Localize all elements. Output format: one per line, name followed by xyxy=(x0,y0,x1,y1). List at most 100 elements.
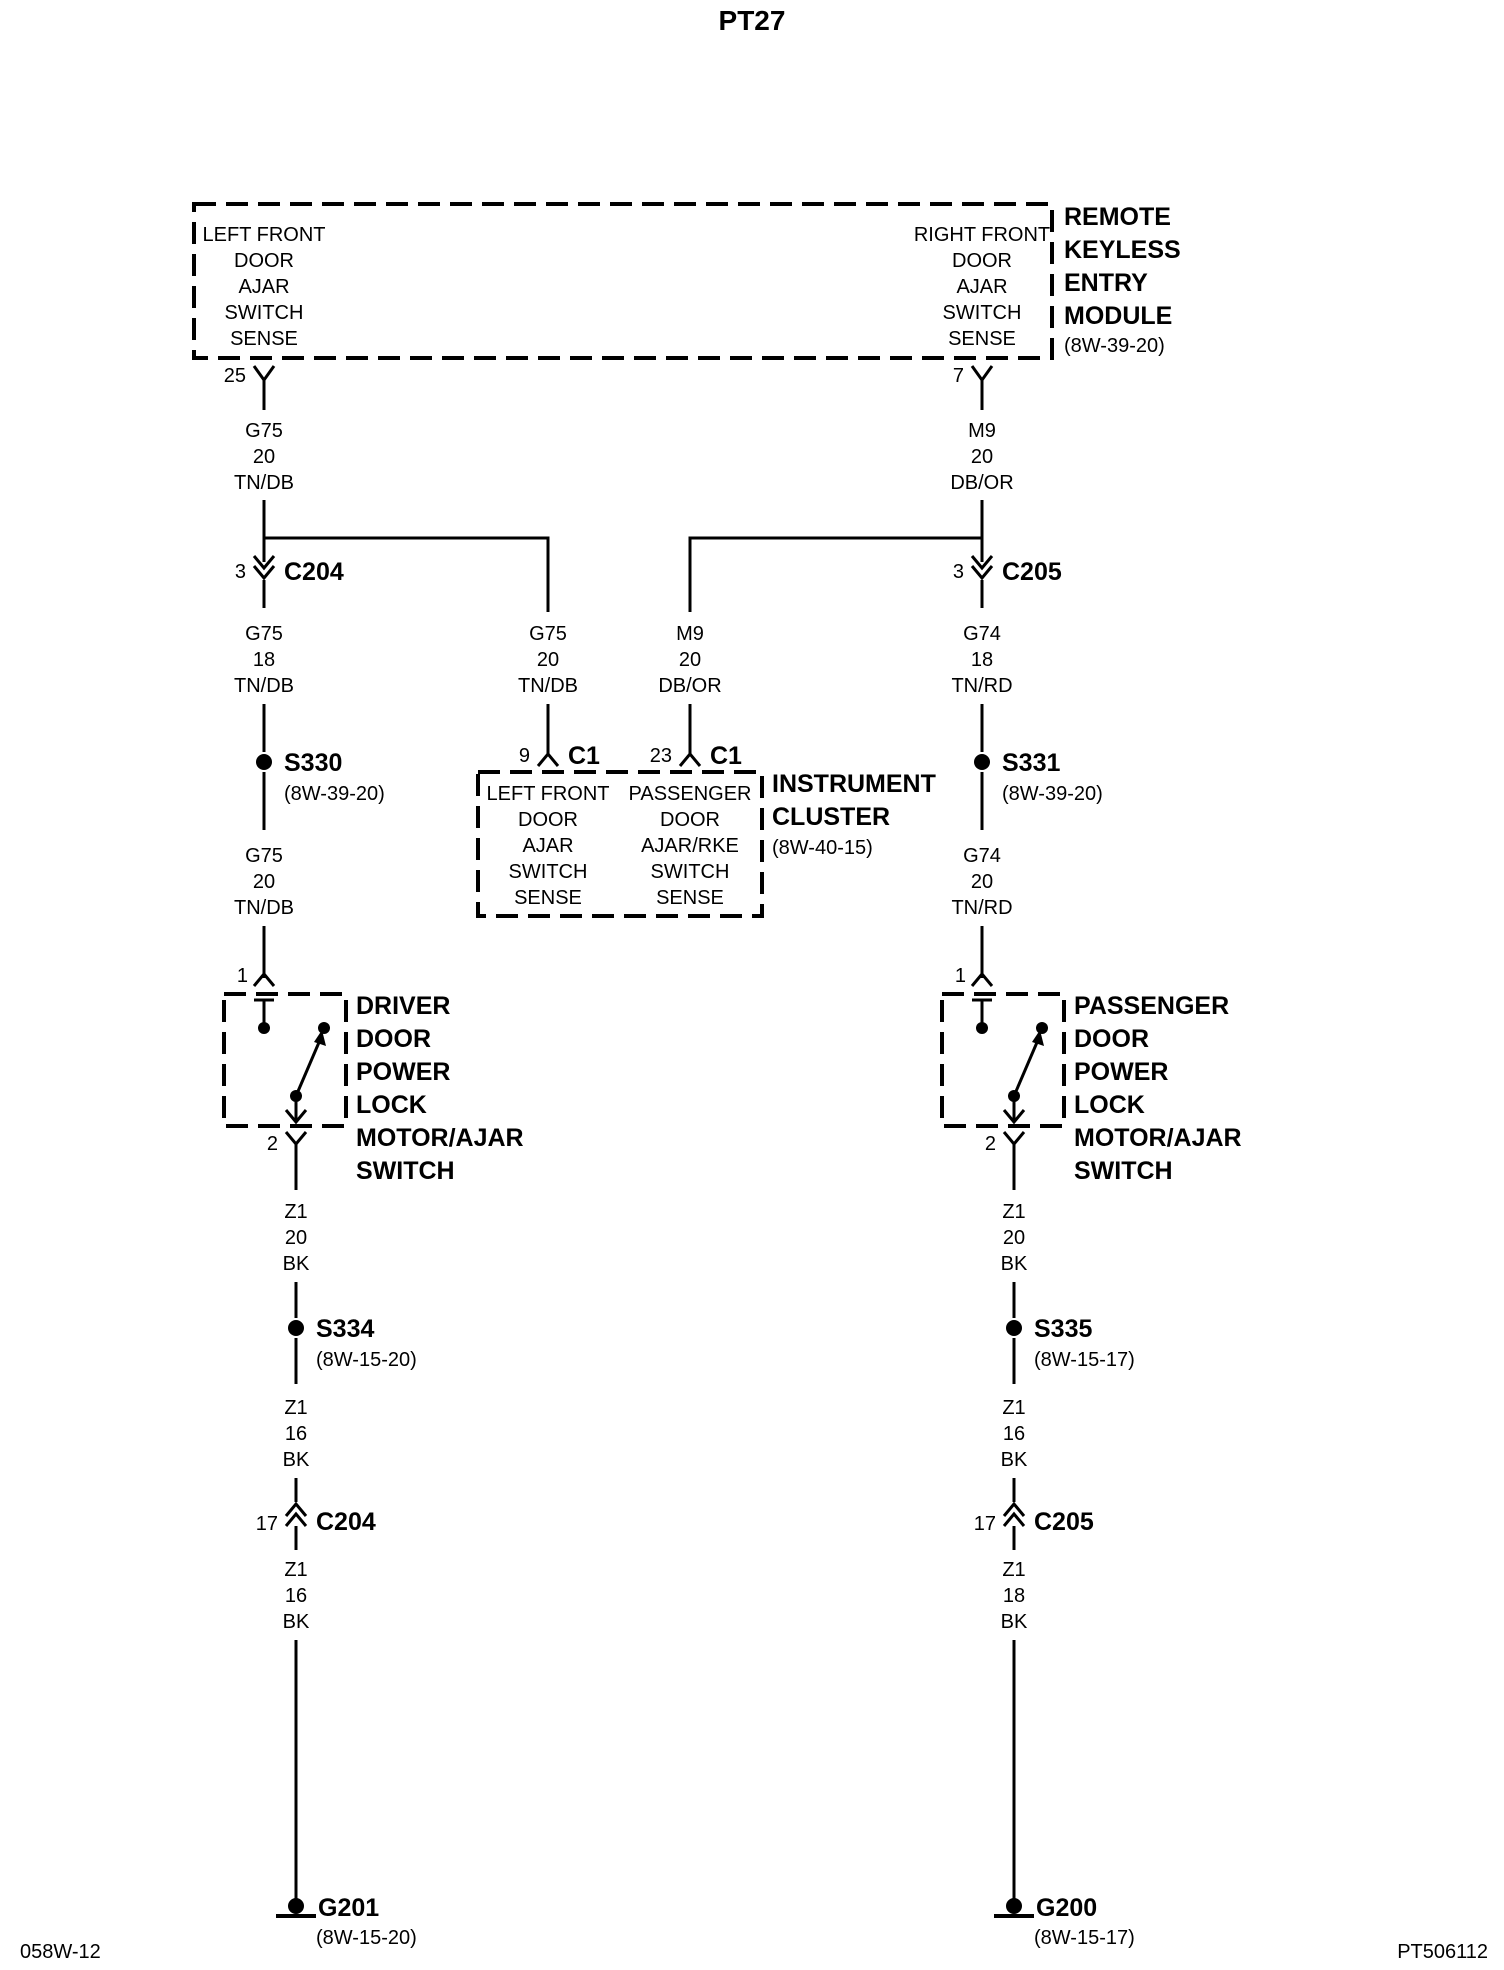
passenger-switch-name-4: LOCK xyxy=(1074,1091,1145,1119)
g200-ground-dot xyxy=(1006,1898,1022,1914)
rke-left-pin-label-2: DOOR xyxy=(234,250,294,272)
wire-z1-left-20-circuit: Z1 xyxy=(284,1201,307,1223)
g200-name: G200 xyxy=(1036,1894,1097,1922)
ic-pin-23-connector xyxy=(678,751,702,767)
wire-z1-right-18-circuit: Z1 xyxy=(1002,1559,1025,1581)
rke-pin-7-connector xyxy=(970,365,994,383)
rke-left-pin-label-3: AJAR xyxy=(238,276,289,298)
driver-switch-name-2: DOOR xyxy=(356,1025,431,1053)
rke-module-name-4: MODULE xyxy=(1064,302,1172,330)
passenger-switch-name-6: SWITCH xyxy=(1074,1157,1173,1185)
rke-left-pin-label-4: SWITCH xyxy=(225,302,304,324)
c204-bottom-name: C204 xyxy=(316,1508,376,1536)
rke-right-pin-label-4: SWITCH xyxy=(943,302,1022,324)
g201-name: G201 xyxy=(318,1894,379,1922)
driver-switch-name-4: LOCK xyxy=(356,1091,427,1119)
wire-ic-right-circuit: M9 xyxy=(676,623,704,645)
ic-ref: (8W-40-15) xyxy=(772,837,873,859)
driver-switch-pin-2: 2 xyxy=(267,1133,278,1155)
rke-module: LEFT FRONT DOOR AJAR SWITCH SENSE RIGHT … xyxy=(192,202,1181,360)
driver-switch-contact-right xyxy=(318,1022,330,1034)
rke-right-pin-label-5: SENSE xyxy=(948,328,1016,350)
wire-g74-18-gauge: 18 xyxy=(971,649,993,671)
ic-name-2: CLUSTER xyxy=(772,803,890,831)
wire-g74-18-circuit: G74 xyxy=(963,623,1001,645)
wire-g75-top-gauge: 20 xyxy=(253,446,275,468)
wire-g75-18-color: TN/DB xyxy=(234,675,294,697)
wire-g74-20-color: TN/RD xyxy=(951,897,1012,919)
ic-left-conn-name: C1 xyxy=(568,742,600,770)
c204-bottom-pin: 17 xyxy=(256,1513,278,1535)
wire-z1-right-16-gauge: 16 xyxy=(1003,1423,1025,1445)
ic-right-pin-label-1: PASSENGER xyxy=(629,783,752,805)
wire-z1-left-16b-color: BK xyxy=(283,1611,310,1633)
g201-ground-dot xyxy=(288,1898,304,1914)
passenger-switch-box xyxy=(940,992,1066,1128)
passenger-switch-name-1: PASSENGER xyxy=(1074,992,1229,1020)
passenger-switch-pin-2-connector xyxy=(1002,1131,1026,1147)
c205-bottom-connector xyxy=(1002,1501,1026,1527)
rke-module-name-2: KEYLESS xyxy=(1064,236,1181,264)
wire-z1-right-16-circuit: Z1 xyxy=(1002,1397,1025,1419)
passenger-switch-name-5: MOTOR/AJAR xyxy=(1074,1124,1242,1152)
wire-g75-top-circuit: G75 xyxy=(245,420,283,442)
s330-splice-dot xyxy=(256,754,272,770)
rke-right-pin-label-1: RIGHT FRONT xyxy=(914,224,1050,246)
wire-z1-left-16b-gauge: 16 xyxy=(285,1585,307,1607)
rke-pin-25: 25 xyxy=(224,365,246,387)
rke-right-pin-label-2: DOOR xyxy=(952,250,1012,272)
passenger-switch-name-3: POWER xyxy=(1074,1058,1168,1086)
rke-module-name-1: REMOTE xyxy=(1064,203,1171,231)
wire-g75-top-color: TN/DB xyxy=(234,472,294,494)
instrument-cluster: LEFT FRONT DOOR AJAR SWITCH SENSE PASSEN… xyxy=(476,770,936,918)
wire-z1-right-20-gauge: 20 xyxy=(1003,1227,1025,1249)
rke-left-pin-label-5: SENSE xyxy=(230,328,298,350)
wire-g75-branch xyxy=(264,536,550,612)
wire-z1-right-18-gauge: 18 xyxy=(1003,1585,1025,1607)
rke-module-box xyxy=(192,202,1054,360)
passenger-door-lock-switch: 1 2 PASSENGER DOOR POWER LOCK MOTOR/AJAR… xyxy=(940,965,1242,1185)
ic-right-conn-name: C1 xyxy=(710,742,742,770)
ic-left-pin-label-2: DOOR xyxy=(518,809,578,831)
wire-m9-top-gauge: 20 xyxy=(971,446,993,468)
wire-z1-right-18-color: BK xyxy=(1001,1611,1028,1633)
driver-switch-name-5: MOTOR/AJAR xyxy=(356,1124,524,1152)
driver-switch-inner-arrow xyxy=(284,1109,308,1125)
wire-g75-18-gauge: 18 xyxy=(253,649,275,671)
rke-pin-7: 7 xyxy=(953,365,964,387)
c204-top-connector xyxy=(252,555,276,581)
s335-name: S335 xyxy=(1034,1315,1092,1343)
wire-ic-right-color: DB/OR xyxy=(658,675,721,697)
s335-ref: (8W-15-17) xyxy=(1034,1349,1135,1371)
ic-name-1: INSTRUMENT xyxy=(772,770,936,798)
s331-ref: (8W-39-20) xyxy=(1002,783,1103,805)
passenger-switch-pin-1: 1 xyxy=(955,965,966,987)
ic-right-pin-label-2: DOOR xyxy=(660,809,720,831)
wire-z1-left-16a-circuit: Z1 xyxy=(284,1397,307,1419)
s330-name: S330 xyxy=(284,749,342,777)
passenger-switch-arm-arrow xyxy=(1032,1030,1044,1046)
wire-m9-branch xyxy=(688,536,982,612)
wire-z1-left-20-gauge: 20 xyxy=(285,1227,307,1249)
page-title: PT27 xyxy=(719,5,786,36)
s334-ref: (8W-15-20) xyxy=(316,1349,417,1371)
driver-switch-pin-2-connector xyxy=(284,1131,308,1147)
driver-door-lock-switch: 1 2 DRIVER DOOR POWER LOCK MOTOR/AJAR SW… xyxy=(222,965,524,1185)
wire-g75-20-circuit: G75 xyxy=(245,845,283,867)
driver-switch-pin-1-connector xyxy=(252,971,276,987)
wire-z1-left-20-color: BK xyxy=(283,1253,310,1275)
ic-left-pin-label-1: LEFT FRONT xyxy=(487,783,610,805)
wire-z1-right-20-circuit: Z1 xyxy=(1002,1201,1025,1223)
instrument-cluster-box xyxy=(476,770,764,918)
driver-switch-contact-left xyxy=(258,1022,270,1034)
ic-right-pin-label-4: SWITCH xyxy=(651,861,730,883)
wire-z1-left-16b-circuit: Z1 xyxy=(284,1559,307,1581)
driver-switch-pin-1: 1 xyxy=(237,965,248,987)
wire-z1-right-16-color: BK xyxy=(1001,1449,1028,1471)
c205-bottom-name: C205 xyxy=(1034,1508,1094,1536)
wire-ic-left-color: TN/DB xyxy=(518,675,578,697)
wire-z1-left-16a-gauge: 16 xyxy=(285,1423,307,1445)
passenger-switch-contact-left xyxy=(976,1022,988,1034)
driver-switch-arm-arrow xyxy=(314,1030,326,1046)
